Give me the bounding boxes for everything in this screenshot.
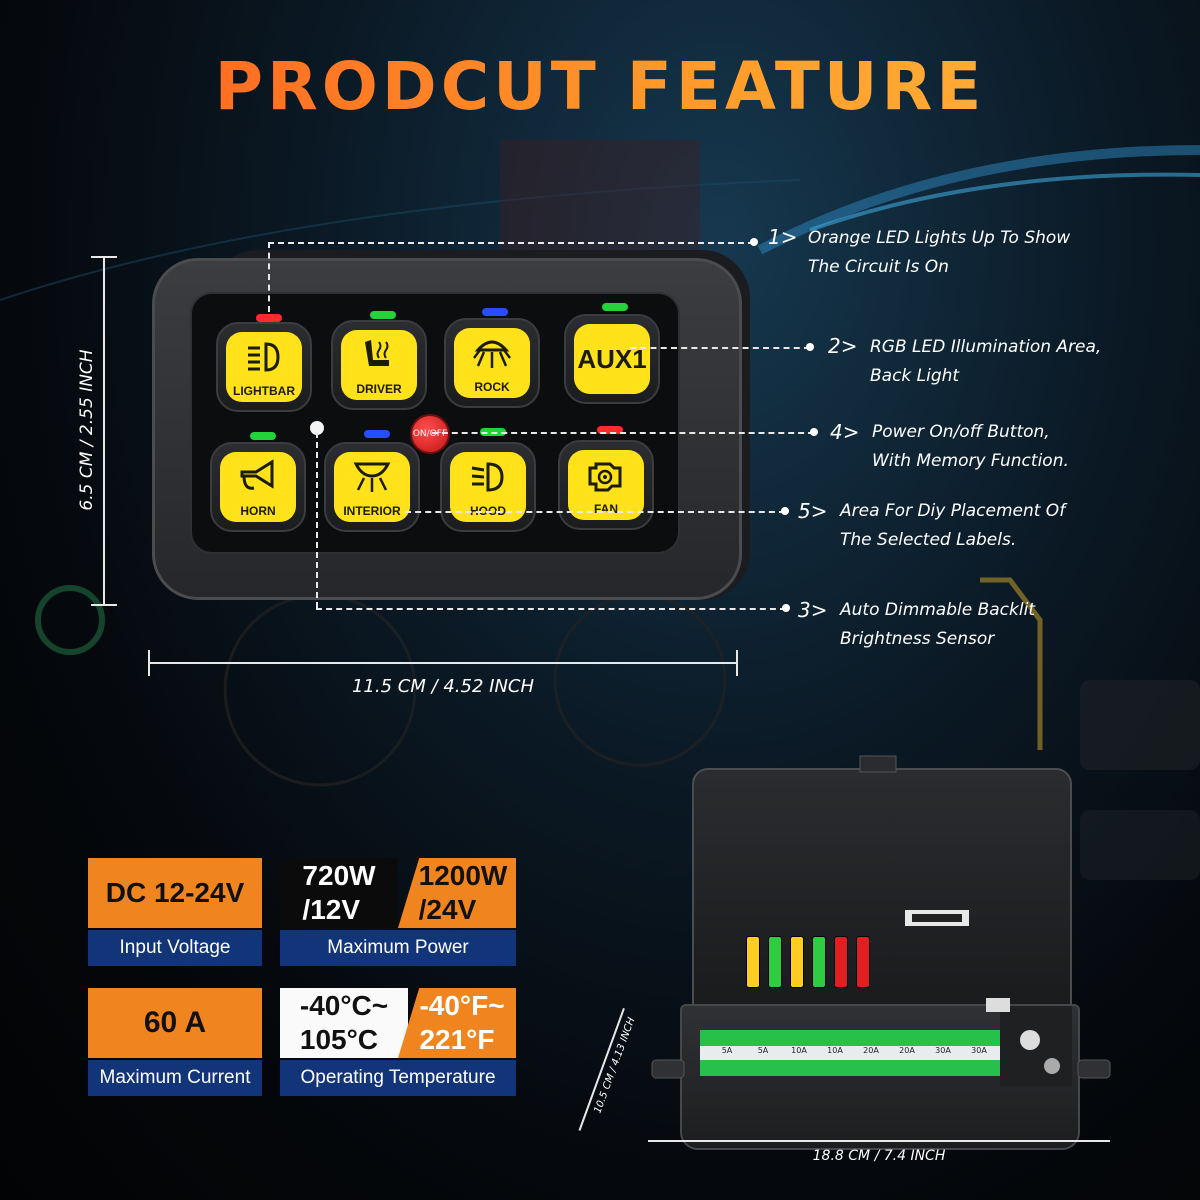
callout-2-number: 2> xyxy=(828,334,858,358)
lightbar-icon xyxy=(248,342,280,372)
max-power-12v: 720W /12V xyxy=(280,858,398,928)
callout-1-leader xyxy=(268,242,754,244)
max-power-caption: Maximum Power xyxy=(280,930,516,966)
switch-button-horn[interactable]: HORN xyxy=(210,442,306,532)
input-voltage-value: DC 12-24V xyxy=(88,858,262,928)
callout-1-number: 1> xyxy=(768,225,798,249)
led-indicator xyxy=(370,311,396,319)
panel-width-dimension-line xyxy=(148,650,738,676)
callout-3-leader xyxy=(316,432,318,608)
callout-3-leader xyxy=(316,608,786,610)
max-current-value: 60 A xyxy=(88,988,262,1058)
led-indicator xyxy=(597,426,623,434)
switch-button-lightbar[interactable]: LIGHTBAR xyxy=(216,322,312,412)
engine-fan-icon xyxy=(588,462,622,492)
callout-3-line1: Auto Dimmable Backlit xyxy=(840,600,1035,620)
callout-5-leader xyxy=(405,511,785,513)
callout-4-leader xyxy=(432,432,814,434)
callout-2-dot xyxy=(806,343,814,351)
max-power-24v-volts: /24V xyxy=(418,894,477,925)
horn-icon xyxy=(240,459,274,490)
op-temp-celsius: -40°C~ 105°C xyxy=(280,988,408,1058)
callout-1-dot xyxy=(750,238,758,246)
callout-3-number: 3> xyxy=(798,598,828,622)
callout-1-line2: The Circuit Is On xyxy=(808,257,949,277)
max-power-24v-watts: 1200W xyxy=(418,860,508,891)
callout-4-line2: With Memory Function. xyxy=(872,451,1069,471)
fuse-puller-icon xyxy=(905,910,969,926)
button-label: LIGHTBAR xyxy=(233,384,295,398)
callout-3-text: Auto Dimmable Backlit Brightness Sensor xyxy=(840,596,1035,654)
panel-width-label: 11.5 CM / 4.52 INCH xyxy=(351,676,535,697)
max-current-caption: Maximum Current xyxy=(88,1060,262,1096)
callout-2-leader xyxy=(630,347,810,349)
op-temp-celsius-min: -40°C~ xyxy=(299,990,389,1021)
callout-5-line2: The Selected Labels. xyxy=(840,530,1017,550)
max-power-12v-watts: 720W xyxy=(302,860,376,891)
led-indicator xyxy=(602,303,628,311)
callout-3-dot xyxy=(782,604,790,612)
callout-5-line1: Area For Diy Placement Of xyxy=(840,501,1066,521)
callout-3-line2: Brightness Sensor xyxy=(840,629,995,649)
callout-2-text: RGB LED Illumination Area, Back Light xyxy=(870,333,1101,391)
callout-4-line1: Power On/off Button, xyxy=(872,422,1050,442)
hood-light-icon xyxy=(471,462,504,492)
callout-4-number: 4> xyxy=(830,420,860,444)
led-indicator xyxy=(482,308,508,316)
switch-button-driver[interactable]: DRIVER xyxy=(331,320,427,410)
switch-button-interior[interactable]: INTERIOR xyxy=(324,442,420,532)
page-title: PRODCUT FEATURE xyxy=(0,48,1200,125)
button-label: INTERIOR xyxy=(343,504,401,518)
rock-light-icon xyxy=(473,340,511,368)
panel-height-dimension-line xyxy=(91,256,117,606)
max-power-12v-volts: /12V xyxy=(302,894,361,925)
button-label: HORN xyxy=(240,504,276,518)
interior-light-icon xyxy=(353,462,391,492)
callout-1-leader xyxy=(268,242,270,312)
led-indicator xyxy=(256,314,282,322)
callout-5-number: 5> xyxy=(798,499,828,523)
callout-1-text: Orange LED Lights Up To Show The Circuit… xyxy=(808,224,1070,282)
op-temp-celsius-max: 105°C xyxy=(299,1024,379,1055)
callout-2-line2: Back Light xyxy=(870,366,960,386)
power-label: ON/OFF xyxy=(412,429,448,439)
fusebox-width-dimension-line xyxy=(648,1140,1110,1142)
op-temp-fahrenheit: -40°F~ 221°F xyxy=(398,988,516,1058)
callout-1-line1: Orange LED Lights Up To Show xyxy=(808,228,1071,248)
callout-4-dot xyxy=(810,428,818,436)
button-label: ROCK xyxy=(474,380,510,394)
callout-5-text: Area For Diy Placement Of The Selected L… xyxy=(840,497,1065,555)
callout-2-line1: RGB LED Illumination Area, xyxy=(870,337,1102,357)
op-temp-fahrenheit-max: 221°F xyxy=(419,1024,495,1055)
button-label: DRIVER xyxy=(356,382,402,396)
brightness-sensor xyxy=(310,421,324,435)
power-button[interactable]: ON/OFF xyxy=(410,414,450,454)
op-temp-fahrenheit-min: -40°F~ xyxy=(419,990,505,1021)
switch-button-rock[interactable]: ROCK xyxy=(444,318,540,408)
led-indicator xyxy=(364,430,390,438)
op-temp-caption: Operating Temperature xyxy=(280,1060,516,1096)
input-voltage-caption: Input Voltage xyxy=(88,930,262,966)
seat-heater-icon xyxy=(365,340,389,366)
callout-5-dot xyxy=(781,507,789,515)
switch-button-hood[interactable]: HOOD xyxy=(440,442,536,532)
max-power-24v: 1200W /24V xyxy=(398,858,516,928)
led-indicator xyxy=(250,432,276,440)
switch-button-aux1[interactable]: AUX1 xyxy=(564,314,660,404)
fusebox-width-label: 18.8 CM / 7.4 INCH xyxy=(812,1148,946,1164)
callout-4-text: Power On/off Button, With Memory Functio… xyxy=(872,418,1069,476)
